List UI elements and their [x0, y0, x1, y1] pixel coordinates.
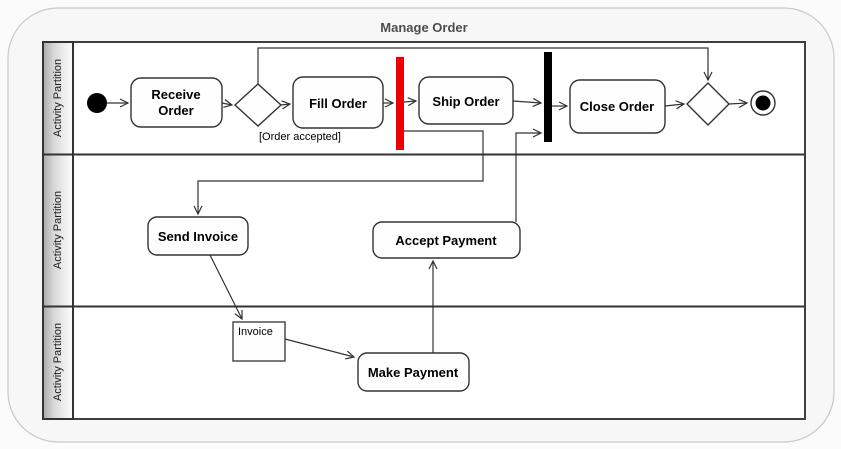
edge-decision-reject-to-merge — [257, 47, 713, 84]
action-make-payment-shape[interactable] — [357, 352, 470, 392]
action-make-payment[interactable]: Make Payment — [357, 352, 470, 392]
invoice-object-label: Invoice — [238, 326, 273, 338]
accept-payment-label: Accept Payment — [395, 233, 497, 248]
action-fill-order[interactable]: Fill Order — [292, 76, 384, 129]
object-node-invoice[interactable]: Invoice — [232, 321, 286, 362]
edge-send-invoice-to-invoice — [209, 254, 243, 321]
partition-header-2[interactable] — [42, 153, 74, 308]
ship-order-label: Ship Order — [432, 94, 499, 109]
edge-accept-payment-to-join — [515, 128, 543, 222]
partition-label-1: Activity Partition — [52, 59, 64, 137]
initial-node[interactable] — [87, 93, 107, 113]
close-order-label: Close Order — [580, 99, 654, 114]
edge-receive-order-to-decision — [221, 99, 234, 108]
edge-close-order-to-merge — [664, 100, 686, 110]
action-ship-order-shape[interactable] — [418, 76, 514, 125]
edge-merge-to-final — [728, 98, 749, 108]
action-accept-payment[interactable]: Accept Payment — [372, 221, 521, 259]
edge-fork-to-send-invoice — [193, 130, 484, 216]
edge-invoice-to-make-payment — [284, 338, 356, 360]
guard-order-accepted: [Order accepted] — [259, 131, 341, 143]
action-close-order-shape[interactable] — [569, 79, 666, 134]
object-node-invoice-shape[interactable] — [232, 321, 286, 362]
final-node-inner — [755, 95, 771, 111]
receive-order-label-line1: Receive — [151, 87, 200, 102]
decision-node[interactable] — [233, 83, 283, 127]
partition-label-2: Activity Partition — [52, 191, 64, 269]
edges — [107, 47, 749, 360]
edge-ship-order-to-join — [512, 97, 543, 107]
edge-fork-to-ship-order — [403, 97, 418, 107]
action-receive-order[interactable]: Receive Order — [130, 77, 223, 128]
diagram-title: Manage Order — [380, 20, 467, 35]
action-send-invoice[interactable]: Send Invoice — [147, 216, 249, 256]
action-close-order[interactable]: Close Order — [569, 79, 666, 134]
make-payment-label: Make Payment — [368, 365, 459, 380]
final-node[interactable] — [750, 90, 776, 116]
action-send-invoice-shape[interactable] — [147, 216, 249, 256]
join-bar[interactable] — [544, 52, 552, 142]
receive-order-label-line2: Order — [158, 103, 193, 118]
action-fill-order-shape[interactable] — [292, 76, 384, 129]
send-invoice-label: Send Invoice — [158, 229, 238, 244]
action-accept-payment-shape[interactable] — [372, 221, 521, 259]
partition-header-column: Activity Partition Activity Partition Ac… — [42, 41, 74, 420]
edge-decision-to-fill-order — [280, 100, 292, 110]
merge-node[interactable] — [686, 82, 730, 126]
action-ship-order[interactable]: Ship Order — [418, 76, 514, 125]
fork-bar[interactable] — [396, 57, 404, 150]
partition-header-3[interactable] — [42, 305, 74, 420]
partition-label-3: Activity Partition — [52, 323, 64, 401]
action-receive-order-shape[interactable] — [130, 77, 223, 128]
fill-order-label: Fill Order — [309, 96, 367, 111]
